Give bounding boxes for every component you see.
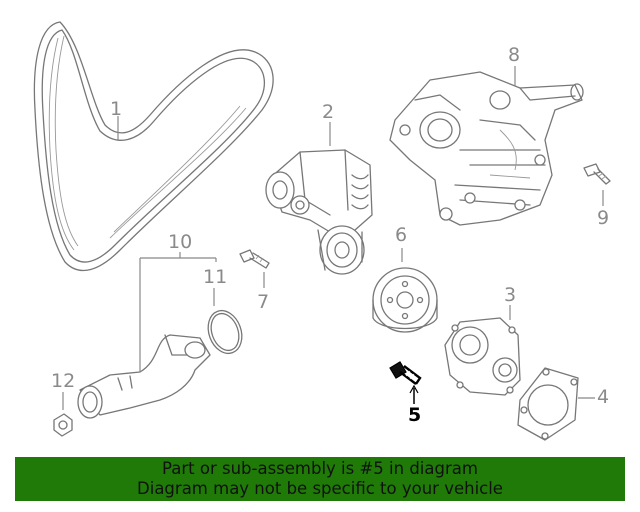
banner-line-disclaimer: Diagram may not be specific to your vehi… [137, 479, 503, 498]
callout-12: 12 [51, 370, 76, 392]
callout-8: 8 [508, 44, 521, 66]
part-1-drive-belt [33, 21, 274, 272]
callout-7: 7 [257, 291, 270, 313]
banner-line-part-number: Part or sub-assembly is #5 in diagram [162, 459, 478, 478]
diagram-notice-banner: Part or sub-assembly is #5 in diagram Di… [15, 457, 625, 501]
part-10-coolant-pipe [77, 334, 211, 419]
callout-4: 4 [597, 386, 610, 408]
part-3-water-pump [444, 317, 521, 396]
part-7-bolt [239, 249, 270, 269]
callout-11: 11 [203, 266, 228, 288]
parts-diagram [33, 21, 611, 441]
part-5-bolt-highlighted [389, 361, 422, 385]
callout-2: 2 [322, 101, 335, 123]
callout-3: 3 [504, 284, 517, 306]
part-11-o-ring [207, 309, 243, 355]
callout-9: 9 [597, 207, 610, 229]
part-6-pulley [372, 267, 438, 333]
callout-5: 5 [408, 404, 422, 426]
part-4-gasket [517, 367, 579, 441]
part-12-nut [53, 413, 73, 437]
part-9-bolt [583, 163, 611, 185]
part-8-coolant-housing [389, 71, 584, 226]
callout-1: 1 [110, 98, 123, 120]
part-2-belt-tensioner [265, 149, 373, 275]
callout-10: 10 [168, 231, 193, 253]
callout-6: 6 [395, 224, 408, 246]
